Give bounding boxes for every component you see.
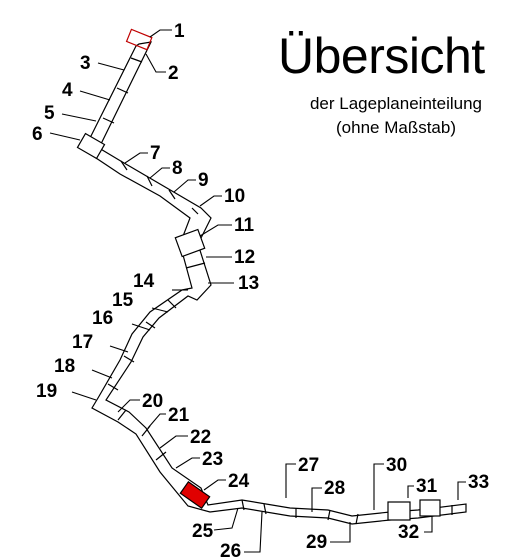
sheet-label-28[interactable]: 28: [324, 478, 345, 499]
sheet-label-13[interactable]: 13: [238, 273, 259, 294]
sheet-label-14[interactable]: 14: [133, 271, 155, 292]
sheet-label-31[interactable]: 31: [416, 476, 438, 497]
sheet-31-frame[interactable]: [387, 501, 411, 521]
sheet-1-frame[interactable]: [125, 28, 153, 51]
sheet-12-frame[interactable]: [174, 228, 206, 258]
sheet-label-23[interactable]: 23: [202, 449, 223, 470]
sheet-boxes: [76, 28, 441, 521]
sheet-label-1[interactable]: 1: [174, 21, 185, 42]
sheet-label-6[interactable]: 6: [32, 124, 43, 145]
sheet-6-frame[interactable]: [76, 132, 106, 160]
sheet-label-33[interactable]: 33: [468, 472, 489, 493]
sheet-label-12[interactable]: 12: [234, 247, 255, 268]
sheet-label-2[interactable]: 2: [168, 63, 179, 84]
sheet-number-labels: 1 2 3 4 5 6 7 8 9 10 11 12 13 14 15 16 1…: [32, 21, 489, 559]
sheet-label-27[interactable]: 27: [298, 455, 319, 476]
sheet-label-32[interactable]: 32: [398, 522, 419, 543]
sheet-label-20[interactable]: 20: [142, 391, 163, 412]
sheet-label-3[interactable]: 3: [80, 53, 91, 74]
sheet-32-frame[interactable]: [419, 499, 441, 517]
sheet-label-10[interactable]: 10: [224, 186, 245, 207]
overview-subtitle-line2: (ohne Maßstab): [336, 118, 456, 137]
sheet-label-7[interactable]: 7: [150, 143, 161, 164]
sheet-division-ticks: [102, 57, 453, 525]
sheet-label-9[interactable]: 9: [198, 170, 209, 191]
sheet-label-25[interactable]: 25: [192, 521, 214, 542]
highlighted-sheet-24[interactable]: [179, 480, 211, 510]
sheet-label-16[interactable]: 16: [92, 308, 113, 329]
leader-lines: [49, 29, 466, 553]
sheet-label-18[interactable]: 18: [54, 356, 75, 377]
sheet-label-8[interactable]: 8: [172, 158, 183, 179]
sheet-label-26[interactable]: 26: [220, 541, 241, 559]
overview-title: Übersicht: [278, 28, 485, 84]
sheet-label-24[interactable]: 24: [228, 471, 250, 492]
sheet-label-30[interactable]: 30: [386, 455, 407, 476]
sheet-label-29[interactable]: 29: [306, 532, 327, 553]
sheet-label-4[interactable]: 4: [62, 80, 73, 101]
sheet-label-15[interactable]: 15: [112, 290, 134, 311]
sheet-label-21[interactable]: 21: [168, 405, 190, 426]
sheet-label-19[interactable]: 19: [36, 381, 57, 402]
sheet-label-22[interactable]: 22: [190, 427, 211, 448]
sheet-label-5[interactable]: 5: [44, 103, 55, 124]
sheet-label-17[interactable]: 17: [72, 332, 93, 353]
sheet-label-11[interactable]: 11: [234, 215, 255, 236]
overview-subtitle-line1: der Lageplaneinteilung: [309, 94, 483, 113]
